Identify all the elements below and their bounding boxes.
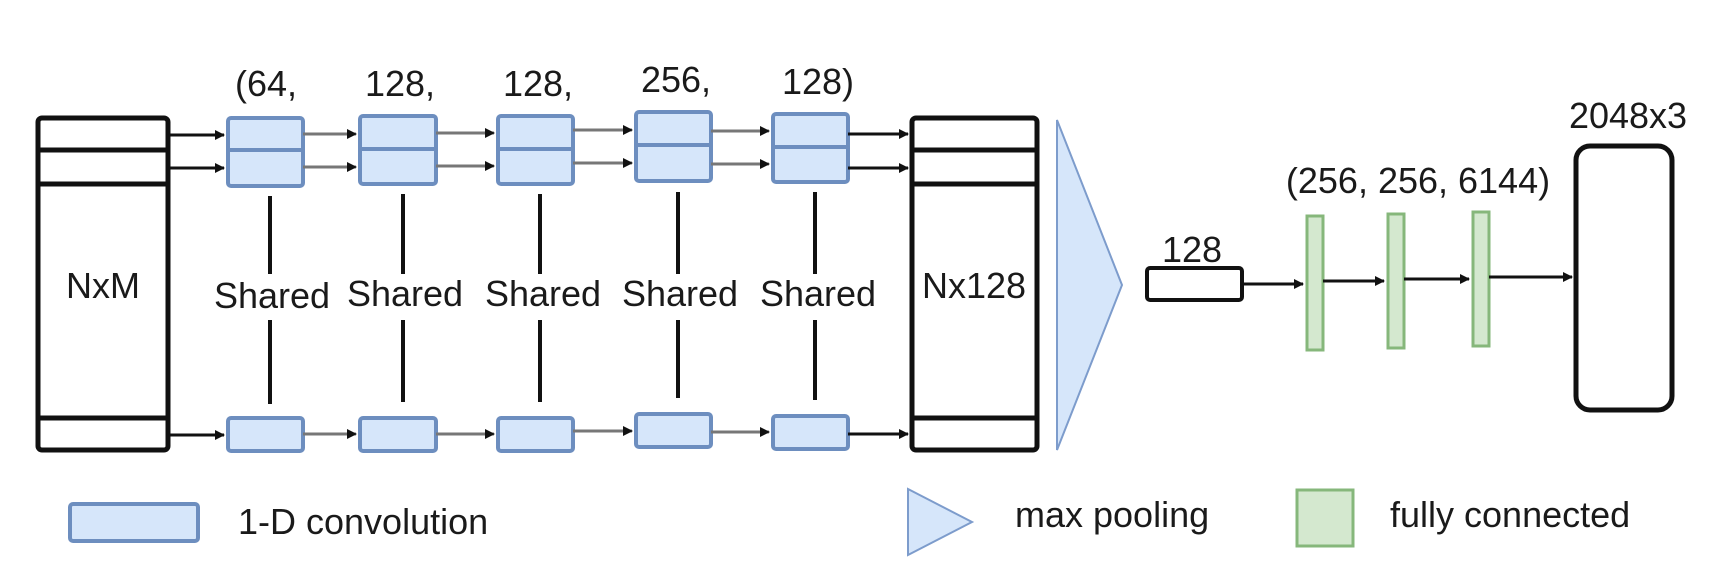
conv-layer-2-bottom (358, 416, 438, 453)
legend: 1-D convolution max pooling fully connec… (68, 487, 1630, 557)
conv-layer-4-bottom (634, 412, 713, 449)
legend-pool-label: max pooling (1015, 494, 1209, 535)
input-block: NxM (35, 115, 171, 453)
conv-channel-label-3: 128, (503, 63, 573, 104)
shared-label-4: Shared (622, 273, 738, 314)
conv-layer-1-bottom (226, 416, 305, 453)
final-output: 2048x3 (1569, 95, 1687, 413)
conv-channel-label-1: (64, (235, 63, 297, 104)
fc-layer-1 (1305, 214, 1325, 352)
conv-column-5: 128) Shared (760, 61, 876, 451)
max-pooling-triangle (1056, 119, 1124, 451)
pooled-vector: 128 (1145, 229, 1244, 302)
conv-channel-label-4: 256, (641, 59, 711, 100)
legend-fc-swatch (1295, 488, 1355, 548)
input-block-label: NxM (66, 265, 140, 306)
conv-column-1: (64, Shared (214, 63, 330, 453)
final-output-label: 2048x3 (1569, 95, 1687, 136)
legend-pool-swatch (907, 487, 975, 557)
output-block-label: Nx128 (922, 265, 1026, 306)
conv-arrows (168, 125, 909, 440)
output-block: Nx128 (909, 115, 1040, 453)
conv-column-2: 128, Shared (347, 63, 463, 453)
legend-conv-label: 1-D convolution (238, 501, 488, 542)
conv-column-3: 128, Shared (485, 63, 601, 453)
shared-label-5: Shared (760, 273, 876, 314)
conv-channel-label-5: 128) (782, 61, 854, 102)
conv-layer-5-bottom (771, 414, 850, 451)
conv-channel-label-2: 128, (365, 63, 435, 104)
legend-fc-label: fully connected (1390, 494, 1630, 535)
fc-layer-2 (1386, 212, 1406, 350)
fc-dims-label: (256, 256, 6144) (1286, 160, 1550, 201)
conv-column-4: 256, Shared (622, 59, 738, 449)
shared-label-2: Shared (347, 273, 463, 314)
shared-label-3: Shared (485, 273, 601, 314)
fc-layer-3 (1471, 210, 1491, 348)
pooled-vector-label: 128 (1162, 229, 1222, 270)
conv-layer-3-bottom (496, 416, 575, 453)
shared-label-1: Shared (214, 275, 330, 316)
fc-arrows (1242, 272, 1573, 289)
legend-conv-swatch (68, 502, 200, 543)
